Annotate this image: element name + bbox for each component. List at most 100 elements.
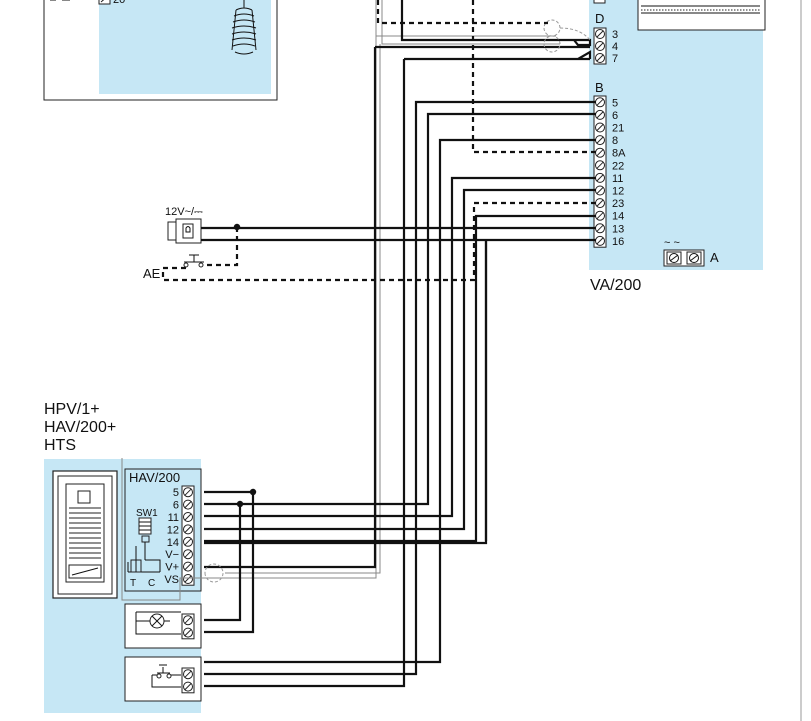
switch-pin-t: T bbox=[130, 578, 136, 589]
panel-terminal bbox=[183, 561, 193, 572]
block-d-terminal-label: 7 bbox=[612, 53, 618, 65]
wire-panel-6-lamp bbox=[204, 504, 242, 622]
panel-terminal-label: V+ bbox=[165, 562, 179, 574]
lamp-terminal bbox=[183, 627, 193, 638]
block-d-terminal bbox=[595, 41, 605, 51]
lock-icon bbox=[167, 218, 202, 244]
monitor-panel-background bbox=[589, 0, 763, 270]
block-b-terminal bbox=[595, 160, 605, 171]
panel-title-line-3: HTS bbox=[44, 437, 76, 454]
handset-terminal: 20 bbox=[98, 0, 125, 6]
switch-pin-c: C bbox=[148, 578, 155, 589]
block-b-terminal bbox=[595, 122, 605, 133]
handset-terminal-label: 20 bbox=[113, 0, 125, 6]
block-b-terminal-label: 5 bbox=[612, 97, 618, 109]
monitor-top-terminal bbox=[593, 0, 606, 4]
block-b-terminal-label: 22 bbox=[612, 160, 624, 172]
block-d-letter: D bbox=[595, 11, 604, 26]
panel-terminal bbox=[183, 512, 193, 522]
block-b-terminal bbox=[595, 210, 605, 221]
panel-terminal bbox=[183, 574, 193, 584]
panel-terminal bbox=[183, 549, 193, 560]
monitor-model-label: VA/200 bbox=[590, 277, 641, 294]
block-b-terminal bbox=[595, 185, 605, 196]
call-button-terminal bbox=[183, 681, 193, 692]
block-b-terminal-label: 13 bbox=[612, 223, 624, 235]
block-d-terminal-label: 4 bbox=[612, 41, 618, 53]
panel-title-line-2: HAV/200+ bbox=[44, 419, 116, 436]
panel-terminal-label: 12 bbox=[167, 524, 179, 536]
block-b-terminal-label: 8A bbox=[612, 148, 626, 160]
panel-terminal-label: 5 bbox=[173, 487, 179, 499]
coax-wire-vs bbox=[404, 50, 592, 61]
block-b-terminal-label: 14 bbox=[612, 211, 624, 223]
block-b-terminal-label: 6 bbox=[612, 110, 618, 122]
terminal-block-a: ~ ~ A bbox=[663, 237, 719, 267]
wire-6 bbox=[204, 112, 596, 506]
panel-title-line-1: HPV/1+ bbox=[44, 401, 100, 418]
wiring bbox=[121, 0, 596, 688]
coax-wire-v bbox=[400, 0, 592, 47]
panel-terminal bbox=[183, 487, 193, 498]
block-b-terminal-label: 23 bbox=[612, 198, 624, 210]
block-b-terminal-label: 8 bbox=[612, 135, 618, 147]
block-b-terminal bbox=[595, 147, 605, 158]
wire-12 bbox=[204, 188, 596, 531]
block-b-terminal bbox=[595, 97, 605, 108]
panel-terminal-label: V− bbox=[165, 549, 179, 561]
dashed-wire-8a bbox=[471, 0, 596, 154]
wire-5 bbox=[204, 100, 596, 676]
coax-shield-outline bbox=[121, 0, 560, 601]
coax-shield-circles bbox=[204, 19, 561, 583]
block-b-terminal bbox=[595, 235, 605, 246]
block-b-terminal-label: 21 bbox=[612, 123, 624, 135]
block-b-terminal bbox=[595, 223, 605, 234]
module-label: HAV/200 bbox=[129, 470, 180, 485]
call-button-icon bbox=[151, 664, 181, 688]
speaker-grille-icon bbox=[69, 507, 101, 559]
dashed-wire-23 bbox=[161, 201, 596, 282]
panel-terminal-label: 14 bbox=[167, 537, 179, 549]
lamp-terminal-block bbox=[181, 613, 195, 640]
panel-terminal-label: VS bbox=[164, 574, 179, 586]
wire-8 bbox=[204, 138, 596, 664]
call-button-terminal bbox=[183, 669, 193, 680]
block-d-terminal bbox=[595, 53, 605, 63]
exit-button-label: AE bbox=[143, 266, 161, 281]
block-d-terminal-label: 3 bbox=[612, 29, 618, 41]
panel-terminal-label: 6 bbox=[173, 500, 179, 512]
switch-label: SW1 bbox=[136, 508, 158, 519]
panel-terminal-label: 11 bbox=[168, 512, 179, 524]
lamp-terminal bbox=[183, 615, 193, 626]
lamp-icon bbox=[135, 611, 181, 635]
exit-button-icon bbox=[183, 254, 204, 268]
block-b-terminal bbox=[595, 198, 605, 209]
lock-supply-label: 12V~/⎓ bbox=[165, 206, 203, 218]
block-b-terminal bbox=[595, 135, 605, 146]
wire-14 bbox=[204, 214, 596, 543]
ac-symbol: ~ ~ bbox=[664, 237, 680, 249]
panel-terminal bbox=[183, 499, 193, 510]
block-b-terminal-label: 11 bbox=[612, 173, 623, 185]
va200-device-icon bbox=[637, 0, 766, 31]
wire-11 bbox=[204, 176, 596, 518]
wire-16 bbox=[201, 238, 596, 541]
block-b-terminal-label: 12 bbox=[612, 186, 624, 198]
sw1-switch-icon bbox=[127, 517, 161, 573]
block-b-terminal bbox=[595, 172, 605, 183]
door-panel-device-icon bbox=[52, 470, 118, 599]
block-d-terminal bbox=[595, 29, 605, 39]
block-b-terminal-label: 16 bbox=[612, 236, 624, 248]
terminal-block-d: 347 bbox=[593, 27, 618, 65]
block-b-letter: B bbox=[595, 80, 604, 95]
wire-panel-5 bbox=[204, 490, 255, 634]
handset-frame bbox=[43, 0, 278, 101]
dashed-wire-ae bbox=[204, 227, 239, 267]
handset-cord-icon bbox=[231, 0, 257, 55]
handset-panel-background bbox=[99, 0, 271, 94]
panel-terminal bbox=[183, 524, 193, 535]
panel-terminal bbox=[183, 536, 193, 547]
